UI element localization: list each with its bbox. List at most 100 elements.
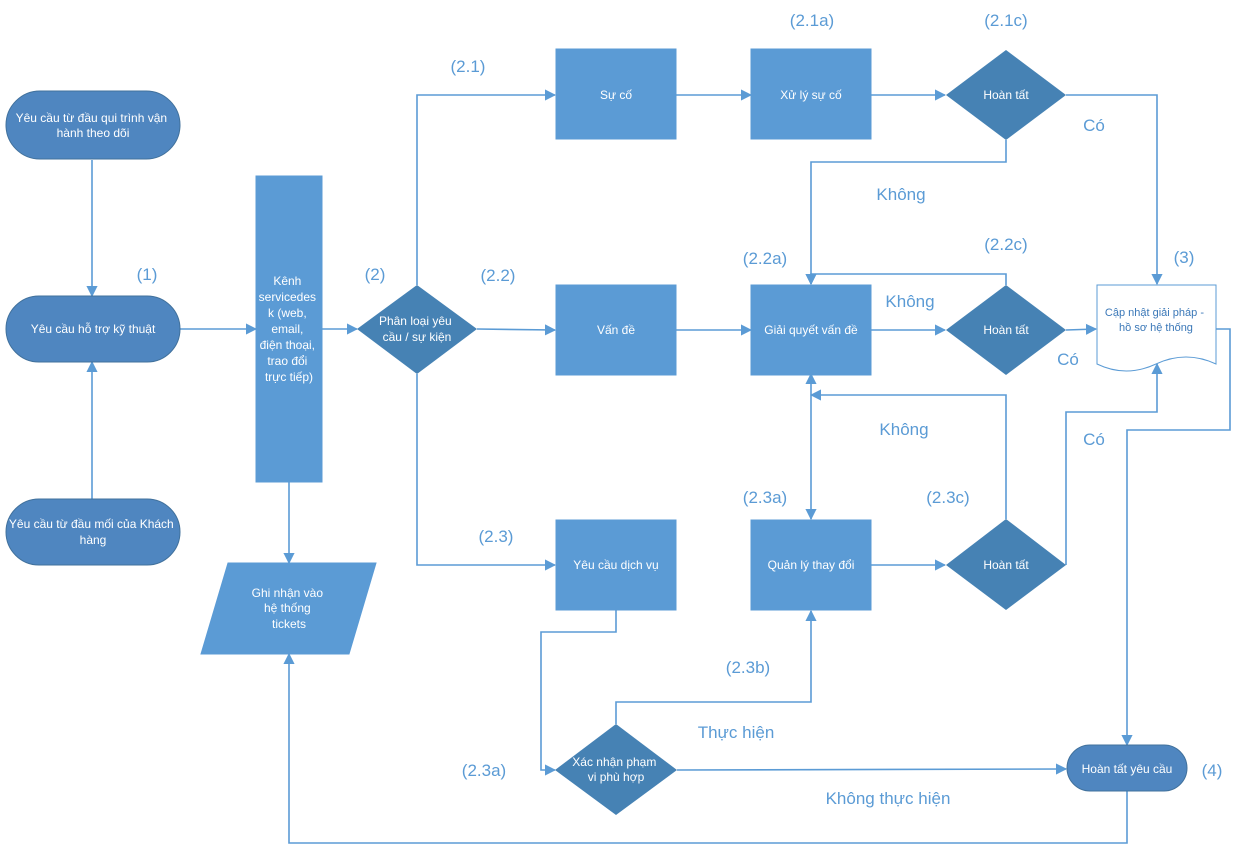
node-done-1: Hoàn tất: [946, 50, 1066, 140]
edge-done1-yes-to-update: [1066, 94, 1163, 286]
confirm-scope-line-1: Xác nhận phạm: [572, 755, 656, 769]
node-update-solution: Cập nhật giải pháp - hồ sơ hệ thống: [1096, 284, 1217, 372]
node-change-management: Quản lý thay đổi: [750, 519, 872, 611]
branch-labels: Có Không Không Có Không Có Thực hiện Khô…: [698, 116, 1105, 808]
node-problem: Vấn đề: [555, 284, 677, 376]
edge-done2-no-to-resolve: [805, 273, 1007, 286]
change-management-label: Quản lý thay đổi: [768, 558, 855, 572]
service-request-label: Yêu cầu dịch vụ: [573, 558, 658, 572]
confirm-scope-shape: [555, 724, 677, 815]
channel-line-5: điện thoại,: [260, 338, 315, 352]
handle-incident-shape: [750, 48, 872, 140]
update-solution-label: Cập nhật giải pháp - hồ sơ hệ thống: [1105, 307, 1207, 334]
node-done-2: Hoàn tất: [946, 285, 1066, 375]
request-follow-line-2: hành theo dõi: [57, 126, 130, 140]
step-label-2-3a-bottom: (2.3a): [462, 761, 506, 780]
complete-request-label: Hoàn tất yêu cầu: [1082, 762, 1173, 776]
edge-done3-yes-to-update: [1065, 362, 1163, 565]
branch-label-no-3: Không: [879, 420, 928, 439]
change-management-shape: [750, 519, 872, 611]
step-label-2-3: (2.3): [479, 527, 514, 546]
node-request-customer: Yêu cầu từ đầu mối của Khách hàng: [5, 498, 181, 566]
step-labels: (1) (2) (2.1) (2.1a) (2.1c) (2.2) (2.2a)…: [137, 11, 1223, 780]
edge-confirm-do-to-change: [615, 609, 817, 724]
node-complete-request: Hoàn tất yêu cầu: [1066, 744, 1188, 792]
request-follow-label: Yêu cầu từ đầu qui trình vận hành theo d…: [16, 111, 171, 140]
node-request-follow: Yêu cầu từ đầu qui trình vận hành theo d…: [5, 90, 181, 160]
channel-shape: [255, 175, 323, 483]
problem-shape: [555, 284, 677, 376]
edge-done2-yes-to-update: [1065, 323, 1098, 335]
edge-complete-to-record: [283, 652, 1128, 844]
node-channel: Kênh servicedes k (web, email, điện thoạ…: [255, 175, 323, 483]
record-tickets-shape: [200, 562, 377, 655]
edge-done3-no-to-resolve: [809, 389, 1007, 519]
request-customer-line-1: Yêu cầu từ đầu mối của Khách: [9, 517, 174, 531]
request-customer-line-2: hàng: [80, 533, 107, 547]
incident-label: Sự cố: [600, 88, 632, 102]
request-follow-shape: [5, 90, 181, 160]
classify-shape: [357, 285, 477, 374]
edge-service-to-confirm: [540, 610, 617, 776]
edge-classify-to-service: [416, 374, 557, 571]
step-label-2-3b: (2.3b): [726, 658, 770, 677]
node-request-support: Yêu cầu hỗ trợ kỹ thuật: [5, 295, 181, 363]
step-label-3: (3): [1174, 248, 1195, 267]
confirm-scope-line-2: vi phù hợp: [588, 770, 645, 784]
edge-update-to-complete: [1121, 328, 1231, 747]
step-label-2-1a: (2.1a): [790, 11, 834, 30]
channel-line-6: trao đổi: [267, 354, 307, 368]
step-label-2-3c: (2.3c): [926, 488, 969, 507]
channel-line-1: Kênh: [273, 274, 301, 288]
node-incident: Sự cố: [555, 48, 677, 140]
request-support-label: Yêu cầu hỗ trợ kỹ thuật: [31, 321, 156, 336]
node-service-request: Yêu cầu dịch vụ: [555, 519, 677, 611]
channel-line-2: servicedes: [259, 290, 316, 304]
update-solution-line-1: Cập nhật giải pháp -: [1105, 307, 1204, 319]
request-follow-line-1: Yêu cầu từ đầu qui trình vận: [16, 111, 167, 125]
done-3-shape: [946, 519, 1066, 610]
resolve-problem-shape: [750, 284, 872, 376]
branch-label-yes-3: Có: [1083, 430, 1105, 449]
complete-request-shape: [1066, 744, 1188, 792]
branch-label-no-1: Không: [876, 185, 925, 204]
step-label-2-3a-top: (2.3a): [743, 488, 787, 507]
classify-line-1: Phân loại yêu: [379, 314, 452, 328]
branch-label-no-2: Không: [885, 292, 934, 311]
edge-done1-no-to-resolve: [805, 140, 1007, 286]
node-classify: Phân loại yêu cầu / sự kiện: [357, 285, 477, 374]
step-label-2-2a: (2.2a): [743, 249, 787, 268]
done-2-label: Hoàn tất: [983, 323, 1029, 337]
step-label-2-1: (2.1): [451, 57, 486, 76]
service-request-shape: [555, 519, 677, 611]
step-label-2-2: (2.2): [481, 266, 516, 285]
node-resolve-problem: Giải quyết vấn đề: [750, 284, 872, 376]
record-tickets-label: Ghi nhận vào hệ thống tickets: [252, 586, 327, 631]
update-solution-line-2: hồ sơ hệ thống: [1119, 322, 1193, 334]
step-label-4: (4): [1202, 761, 1223, 780]
connectors: [86, 89, 1231, 844]
branch-label-dont: Không thực hiện: [826, 789, 951, 808]
problem-label: Vấn đề: [597, 323, 635, 337]
record-tickets-line-2: hệ thống: [264, 601, 311, 615]
done-3-label: Hoàn tất: [983, 558, 1029, 572]
node-handle-incident: Xử lý sự cố: [750, 48, 872, 140]
edge-classify-to-problem: [476, 324, 557, 336]
request-customer-label: Yêu cầu từ đầu mối của Khách hàng: [9, 517, 177, 547]
resolve-problem-label: Giải quyết vấn đề: [764, 323, 858, 337]
channel-label: Kênh servicedes k (web, email, điện thoạ…: [259, 274, 320, 384]
edge-classify-to-incident: [416, 89, 557, 285]
step-label-2-2c: (2.2c): [984, 235, 1027, 254]
branch-label-yes-1: Có: [1083, 116, 1105, 135]
handle-incident-label: Xử lý sự cố: [780, 88, 842, 102]
classify-label: Phân loại yêu cầu / sự kiện: [379, 314, 455, 344]
node-record-tickets: Ghi nhận vào hệ thống tickets: [200, 562, 377, 655]
record-tickets-line-1: Ghi nhận vào: [252, 586, 324, 600]
done-1-shape: [946, 50, 1066, 140]
step-label-2-1c: (2.1c): [984, 11, 1027, 30]
node-confirm-scope: Xác nhận phạm vi phù hợp: [555, 724, 677, 815]
channel-line-3: k (web,: [268, 306, 307, 320]
record-tickets-line-3: tickets: [272, 617, 306, 631]
branch-label-yes-2: Có: [1057, 350, 1079, 369]
